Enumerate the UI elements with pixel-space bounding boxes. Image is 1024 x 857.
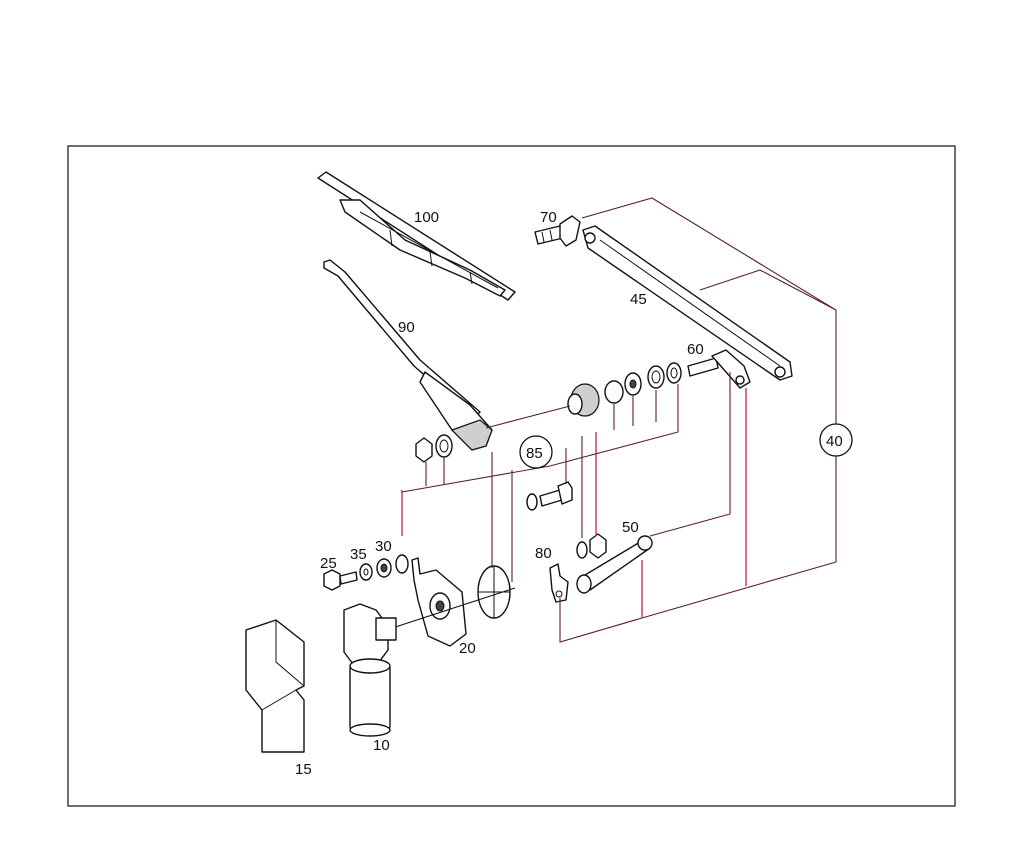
callout-45: 45 xyxy=(630,291,647,308)
bolt-25 xyxy=(323,569,358,591)
diagram-frame xyxy=(67,145,956,807)
callout-80: 80 xyxy=(535,545,552,562)
nut-pair-upper xyxy=(415,434,453,463)
wiper-blade-100 xyxy=(317,171,516,301)
callout-90: 90 xyxy=(398,319,415,336)
wiper-arm-90 xyxy=(323,259,493,451)
motor-cover-15 xyxy=(245,619,305,753)
callout-40: 40 xyxy=(826,433,843,450)
mounting-plate-20 xyxy=(411,557,467,647)
callout-100: 100 xyxy=(414,209,439,226)
callout-circle-40 xyxy=(819,423,853,457)
bolt-85-parts xyxy=(526,481,573,511)
callout-70: 70 xyxy=(540,209,557,226)
callout-35: 35 xyxy=(350,546,367,563)
leader-lines xyxy=(401,197,837,643)
callout-60: 60 xyxy=(687,341,704,358)
pivot-bolt-60 xyxy=(687,349,751,389)
callout-30: 30 xyxy=(375,538,392,555)
callout-15: 15 xyxy=(295,761,312,778)
linkage-rod-45 xyxy=(582,225,793,381)
wiper-motor-10 xyxy=(343,603,397,737)
crank-rod-50 xyxy=(576,535,653,594)
callout-85: 85 xyxy=(526,445,543,462)
washer-30 xyxy=(376,554,409,578)
washer-35 xyxy=(359,563,373,581)
bushing-row xyxy=(567,362,682,417)
drive-shaft-axis xyxy=(379,587,516,633)
bracket-80 xyxy=(549,563,569,603)
crank-disc xyxy=(477,565,511,619)
callout-20: 20 xyxy=(459,640,476,657)
pivot-bolt-70 xyxy=(534,215,581,247)
nut-pair-lower xyxy=(576,533,607,559)
callout-circle-85 xyxy=(519,435,553,469)
callout-25: 25 xyxy=(320,555,337,572)
callout-10: 10 xyxy=(373,737,390,754)
callout-50: 50 xyxy=(622,519,639,536)
